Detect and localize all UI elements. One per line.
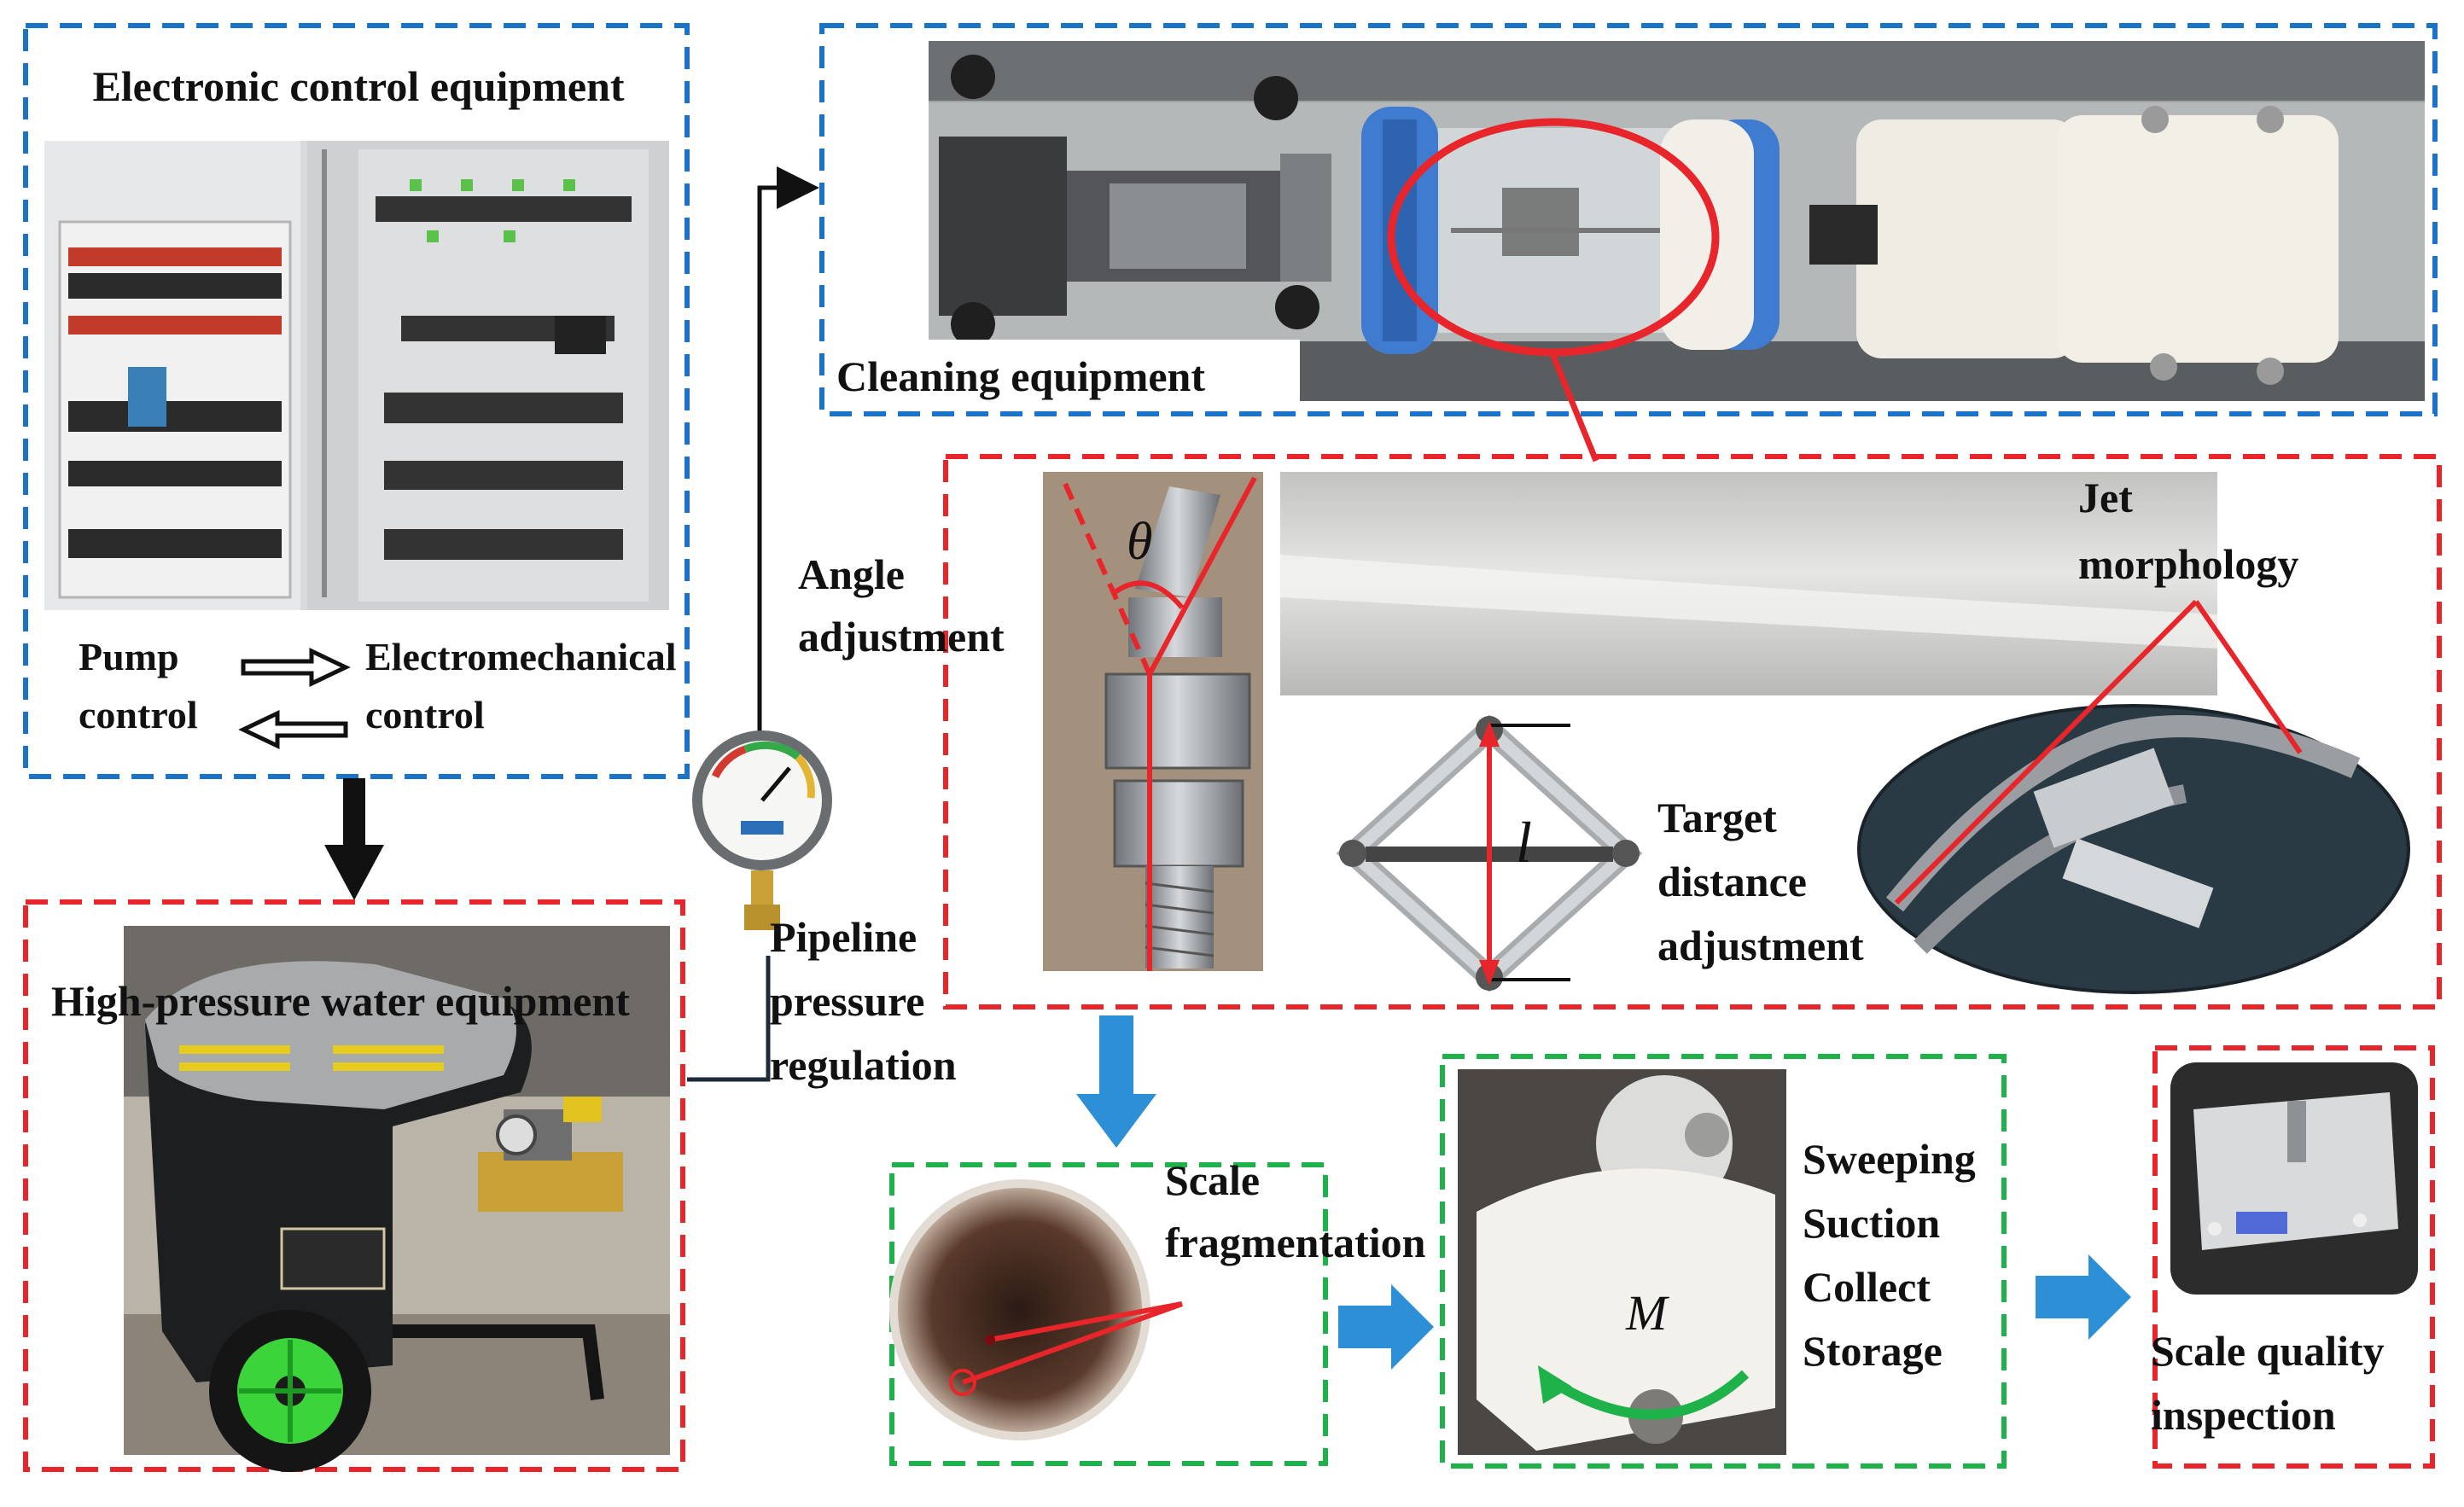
sweeping-suction-section: M Sweeping Suction Collect Storage: [1442, 1056, 2004, 1466]
m-symbol: M: [1625, 1285, 1669, 1341]
electromech-control-label-line2: control: [365, 693, 485, 736]
left-hollow-arrow: [243, 713, 346, 746]
scale-fragmentation-line1: Scale: [1165, 1156, 1260, 1204]
theta-symbol: θ: [1127, 513, 1152, 571]
l-symbol: l: [1516, 810, 1532, 875]
scale-quality-line2: inspection: [2151, 1391, 2336, 1439]
target-distance-line1: Target: [1657, 794, 1777, 841]
angle-adjustment-line2: adjustment: [798, 613, 1005, 660]
cleaning-equipment-title: Cleaning equipment: [836, 352, 1205, 400]
target-distance-line2: distance: [1657, 858, 1807, 905]
pump-control-label-line2: control: [79, 693, 198, 736]
down-arrow-electronic-to-water: [324, 778, 384, 900]
blue-down-arrow: [1076, 1015, 1156, 1148]
pipeline-pressure-label-line1: Pipeline: [770, 913, 917, 961]
high-pressure-water-section: High-pressure water equipment: [26, 902, 683, 1472]
jet-morphology-photo: [1280, 472, 2217, 695]
blue-right-arrow-1: [1338, 1284, 1434, 1370]
right-hollow-arrow: [243, 651, 346, 684]
sweeping-line2: Suction: [1803, 1199, 1940, 1247]
high-pressure-water-title: High-pressure water equipment: [51, 977, 630, 1025]
jet-morphology-line2: morphology: [2078, 540, 2298, 588]
sweeping-line3: Collect: [1803, 1263, 1931, 1311]
scissor-mechanism-photo: [1319, 713, 1643, 994]
pipeline-pressure-label-line2: pressure: [770, 977, 925, 1025]
electronic-control-title: Electronic control equipment: [92, 62, 624, 110]
scale-fragmentation-line2: fragmentation: [1165, 1219, 1426, 1266]
control-cabinet-photo: [44, 141, 669, 610]
mounted-nozzle-photo: [1859, 706, 2409, 992]
pressure-connector-line: [687, 956, 768, 1079]
nozzle-photo: [1043, 472, 1263, 971]
jet-morphology-line1: Jet: [2078, 474, 2133, 521]
scale-quality-line1: Scale quality: [2151, 1327, 2385, 1375]
suction-unit-photo: [1458, 1069, 1786, 1455]
weighing-scale-photo: [2170, 1062, 2418, 1295]
target-distance-line3: adjustment: [1657, 922, 1864, 969]
sweeping-line4: Storage: [1803, 1327, 1943, 1375]
cleaning-equipment-section: Cleaning equipment: [822, 26, 2435, 414]
pressure-gauge-icon: [692, 730, 832, 930]
angle-adjustment-line1: Angle: [798, 550, 905, 598]
pipeline-pressure-label-line3: regulation: [770, 1041, 957, 1089]
sweeping-line1: Sweeping: [1803, 1135, 1976, 1183]
blue-right-arrow-2: [2036, 1254, 2131, 1340]
pump-control-label-line1: Pump: [79, 635, 179, 678]
scale-quality-section: Scale quality inspection: [2151, 1048, 2432, 1466]
electronic-control-section: Electronic control equipment: [26, 26, 687, 777]
nozzle-adjustment-section: Angle adjustment θ Jet: [798, 457, 2439, 1007]
electromech-control-label-line1: Electromechanical: [365, 635, 677, 678]
